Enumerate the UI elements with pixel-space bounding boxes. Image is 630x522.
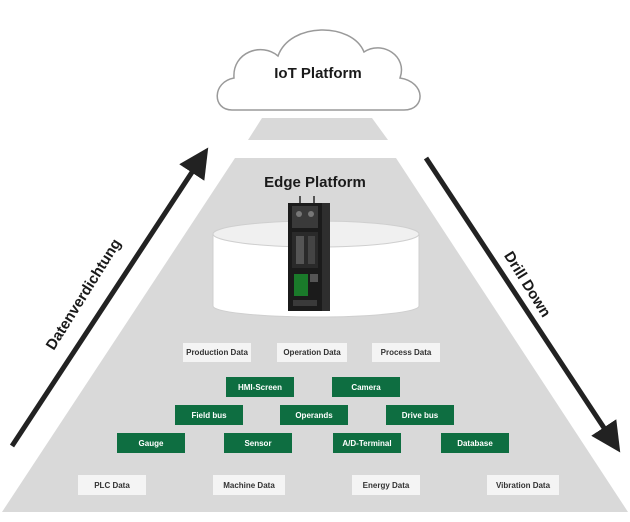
- left-arrow: [9, 147, 209, 448]
- data-box-production: Production Data: [183, 343, 251, 362]
- data-box-energy: Energy Data: [352, 475, 420, 495]
- component-drive-bus: Drive bus: [386, 405, 454, 425]
- iot-platform-title: IoT Platform: [274, 65, 362, 82]
- right-arrow: [423, 156, 621, 453]
- component-sensor: Sensor: [224, 433, 292, 453]
- component-gauge: Gauge: [117, 433, 185, 453]
- component-field-bus: Field bus: [175, 405, 243, 425]
- component-ad-terminal: A/D-Terminal: [333, 433, 401, 453]
- data-box-process: Process Data: [372, 343, 440, 362]
- edge-platform-title: Edge Platform: [264, 174, 366, 191]
- pyramid-cap: [248, 118, 388, 140]
- data-box-operation: Operation Data: [277, 343, 347, 362]
- data-box-machine: Machine Data: [213, 475, 285, 495]
- component-database: Database: [441, 433, 509, 453]
- data-box-vibration: Vibration Data: [487, 475, 559, 495]
- component-camera: Camera: [332, 377, 400, 397]
- data-box-plc: PLC Data: [78, 475, 146, 495]
- component-hmi-screen: HMI-Screen: [226, 377, 294, 397]
- cloud-shape: [216, 29, 421, 111]
- component-operands: Operands: [280, 405, 348, 425]
- pyramid-base: [2, 158, 628, 512]
- edge-gateway-device-icon: [288, 196, 330, 311]
